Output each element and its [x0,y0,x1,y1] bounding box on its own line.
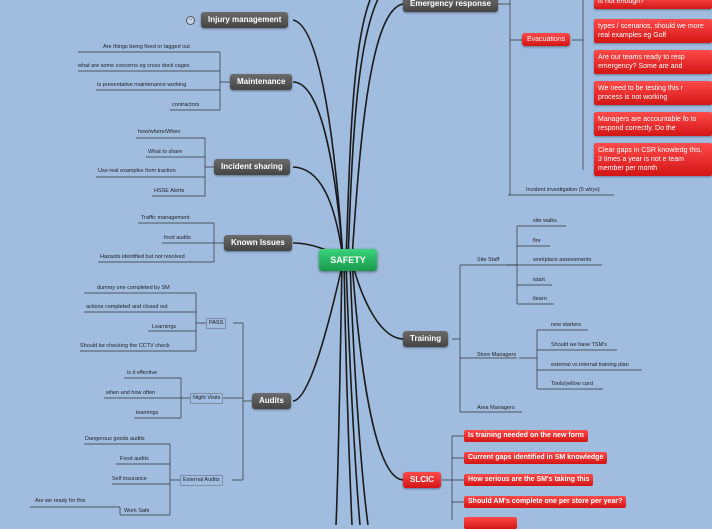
leaf-external-1[interactable]: Dangerous goods audits [85,436,145,442]
subnode-evacuations[interactable]: Evacuations [522,33,571,46]
subnode-external-audits[interactable]: External Audits [180,475,223,486]
leaf-maintenance-4[interactable]: contractors [172,102,200,108]
leaf-incident-3[interactable]: Use real examples from traction [98,168,176,174]
evacuation-note-6[interactable]: Clear gaps in CSR knowledg this, 3 times… [594,143,712,176]
leaf-night-2[interactable]: when and how often [106,390,156,396]
leaf-store-managers-1[interactable]: new starters [551,322,581,328]
leaf-maintenance-2[interactable]: what are some concerns eg cross dock cag… [78,63,190,69]
node-known-issues[interactable]: Known Issues [224,235,292,251]
root-node-safety[interactable]: SAFETY [319,249,377,271]
node-training[interactable]: Training [403,331,449,347]
mind-map-connectors [30,0,642,526]
subnode-site-staff[interactable]: Site Staff [477,257,500,263]
evacuation-note-4[interactable]: We need to be testing this r process is … [594,81,712,105]
node-slcic[interactable]: SLCIC [403,472,441,488]
subnode-store-managers[interactable]: Store Managers [477,352,517,358]
slcic-item-2[interactable]: Current gaps identified in SM knowledge [464,452,608,464]
leaf-night-1[interactable]: is it effective [127,370,158,376]
slcic-item-3[interactable]: How serious are the SM's taking this [464,474,594,486]
leaf-external-2[interactable]: Food audits [120,456,149,462]
subnode-night-visits[interactable]: Night Visits [190,393,224,404]
leaf-maintenance-1[interactable]: Are things being fixed or tagged out [103,44,190,50]
leaf-site-staff-1[interactable]: site walks [533,218,557,224]
leaf-store-managers-4[interactable]: Tools/yellow card [551,381,593,387]
leaf-site-staff-4[interactable]: istart [533,277,545,283]
node-maintenance[interactable]: Maintenance [230,74,293,90]
leaf-site-staff-2[interactable]: fire [533,238,541,244]
node-emergency-response[interactable]: Emergency response [403,0,498,12]
leaf-pass-3[interactable]: Learnings [152,324,177,330]
evacuation-note-3[interactable]: Are our teams ready to resp emergency? S… [594,50,712,74]
slcic-item-1[interactable]: Is training needed on the new form [464,430,588,442]
leaf-pass-4[interactable]: Should be checking the CCTV check [80,343,170,349]
node-audits[interactable]: Audits [252,393,291,409]
collapse-toggle-icon[interactable]: − [186,16,195,25]
leaf-incident-4[interactable]: HSSE Alerts [154,188,185,194]
node-injury-management[interactable]: Injury management [201,12,289,28]
leaf-pass-2[interactable]: actions completed and closed out [86,304,168,310]
leaf-external-3[interactable]: Self insurance [112,476,147,482]
leaf-maintenance-3[interactable]: Is preventative maintenance working [97,82,187,88]
subnode-pass[interactable]: PASS [206,318,227,329]
subnode-area-managers[interactable]: Area Managers [477,405,515,411]
leaf-incident-1[interactable]: how/where/When [138,129,181,135]
leaf-pass-1[interactable]: dummy one completed by SM [97,285,170,291]
leaf-store-managers-3[interactable]: external vs internal training plan [551,362,629,368]
evacuation-note-1[interactable]: is not enough? [594,0,712,9]
leaf-site-staff-5[interactable]: itearn [533,296,547,302]
leaf-incident-2[interactable]: What to share [148,149,183,155]
evacuation-note-2[interactable]: types / scenarios, should we more real e… [594,19,712,43]
evacuation-note-5[interactable]: Managers are accountable fo to respond c… [594,112,712,136]
leaf-store-managers-2[interactable]: Should we have TSM's [551,342,607,348]
leaf-site-staff-3[interactable]: workplace assessments [533,257,592,263]
node-incident-sharing[interactable]: Incident sharing [214,159,290,175]
leaf-known-1[interactable]: Traffic management [141,215,190,221]
slcic-item-5[interactable] [464,517,517,529]
slcic-item-4[interactable]: Should AM's complete one per store per y… [464,496,627,508]
leaf-night-3[interactable]: learnings [136,410,159,416]
leaf-known-3[interactable]: Hazards identified but not resolved [100,254,185,260]
leaf-known-2[interactable]: food audits [164,235,191,241]
leaf-incident-investigation[interactable]: Incident investigation (5 whys) [526,187,600,193]
leaf-external-4[interactable]: Work Safe [124,508,150,514]
leaf-worksafe-1[interactable]: Are we ready for this [35,498,86,504]
